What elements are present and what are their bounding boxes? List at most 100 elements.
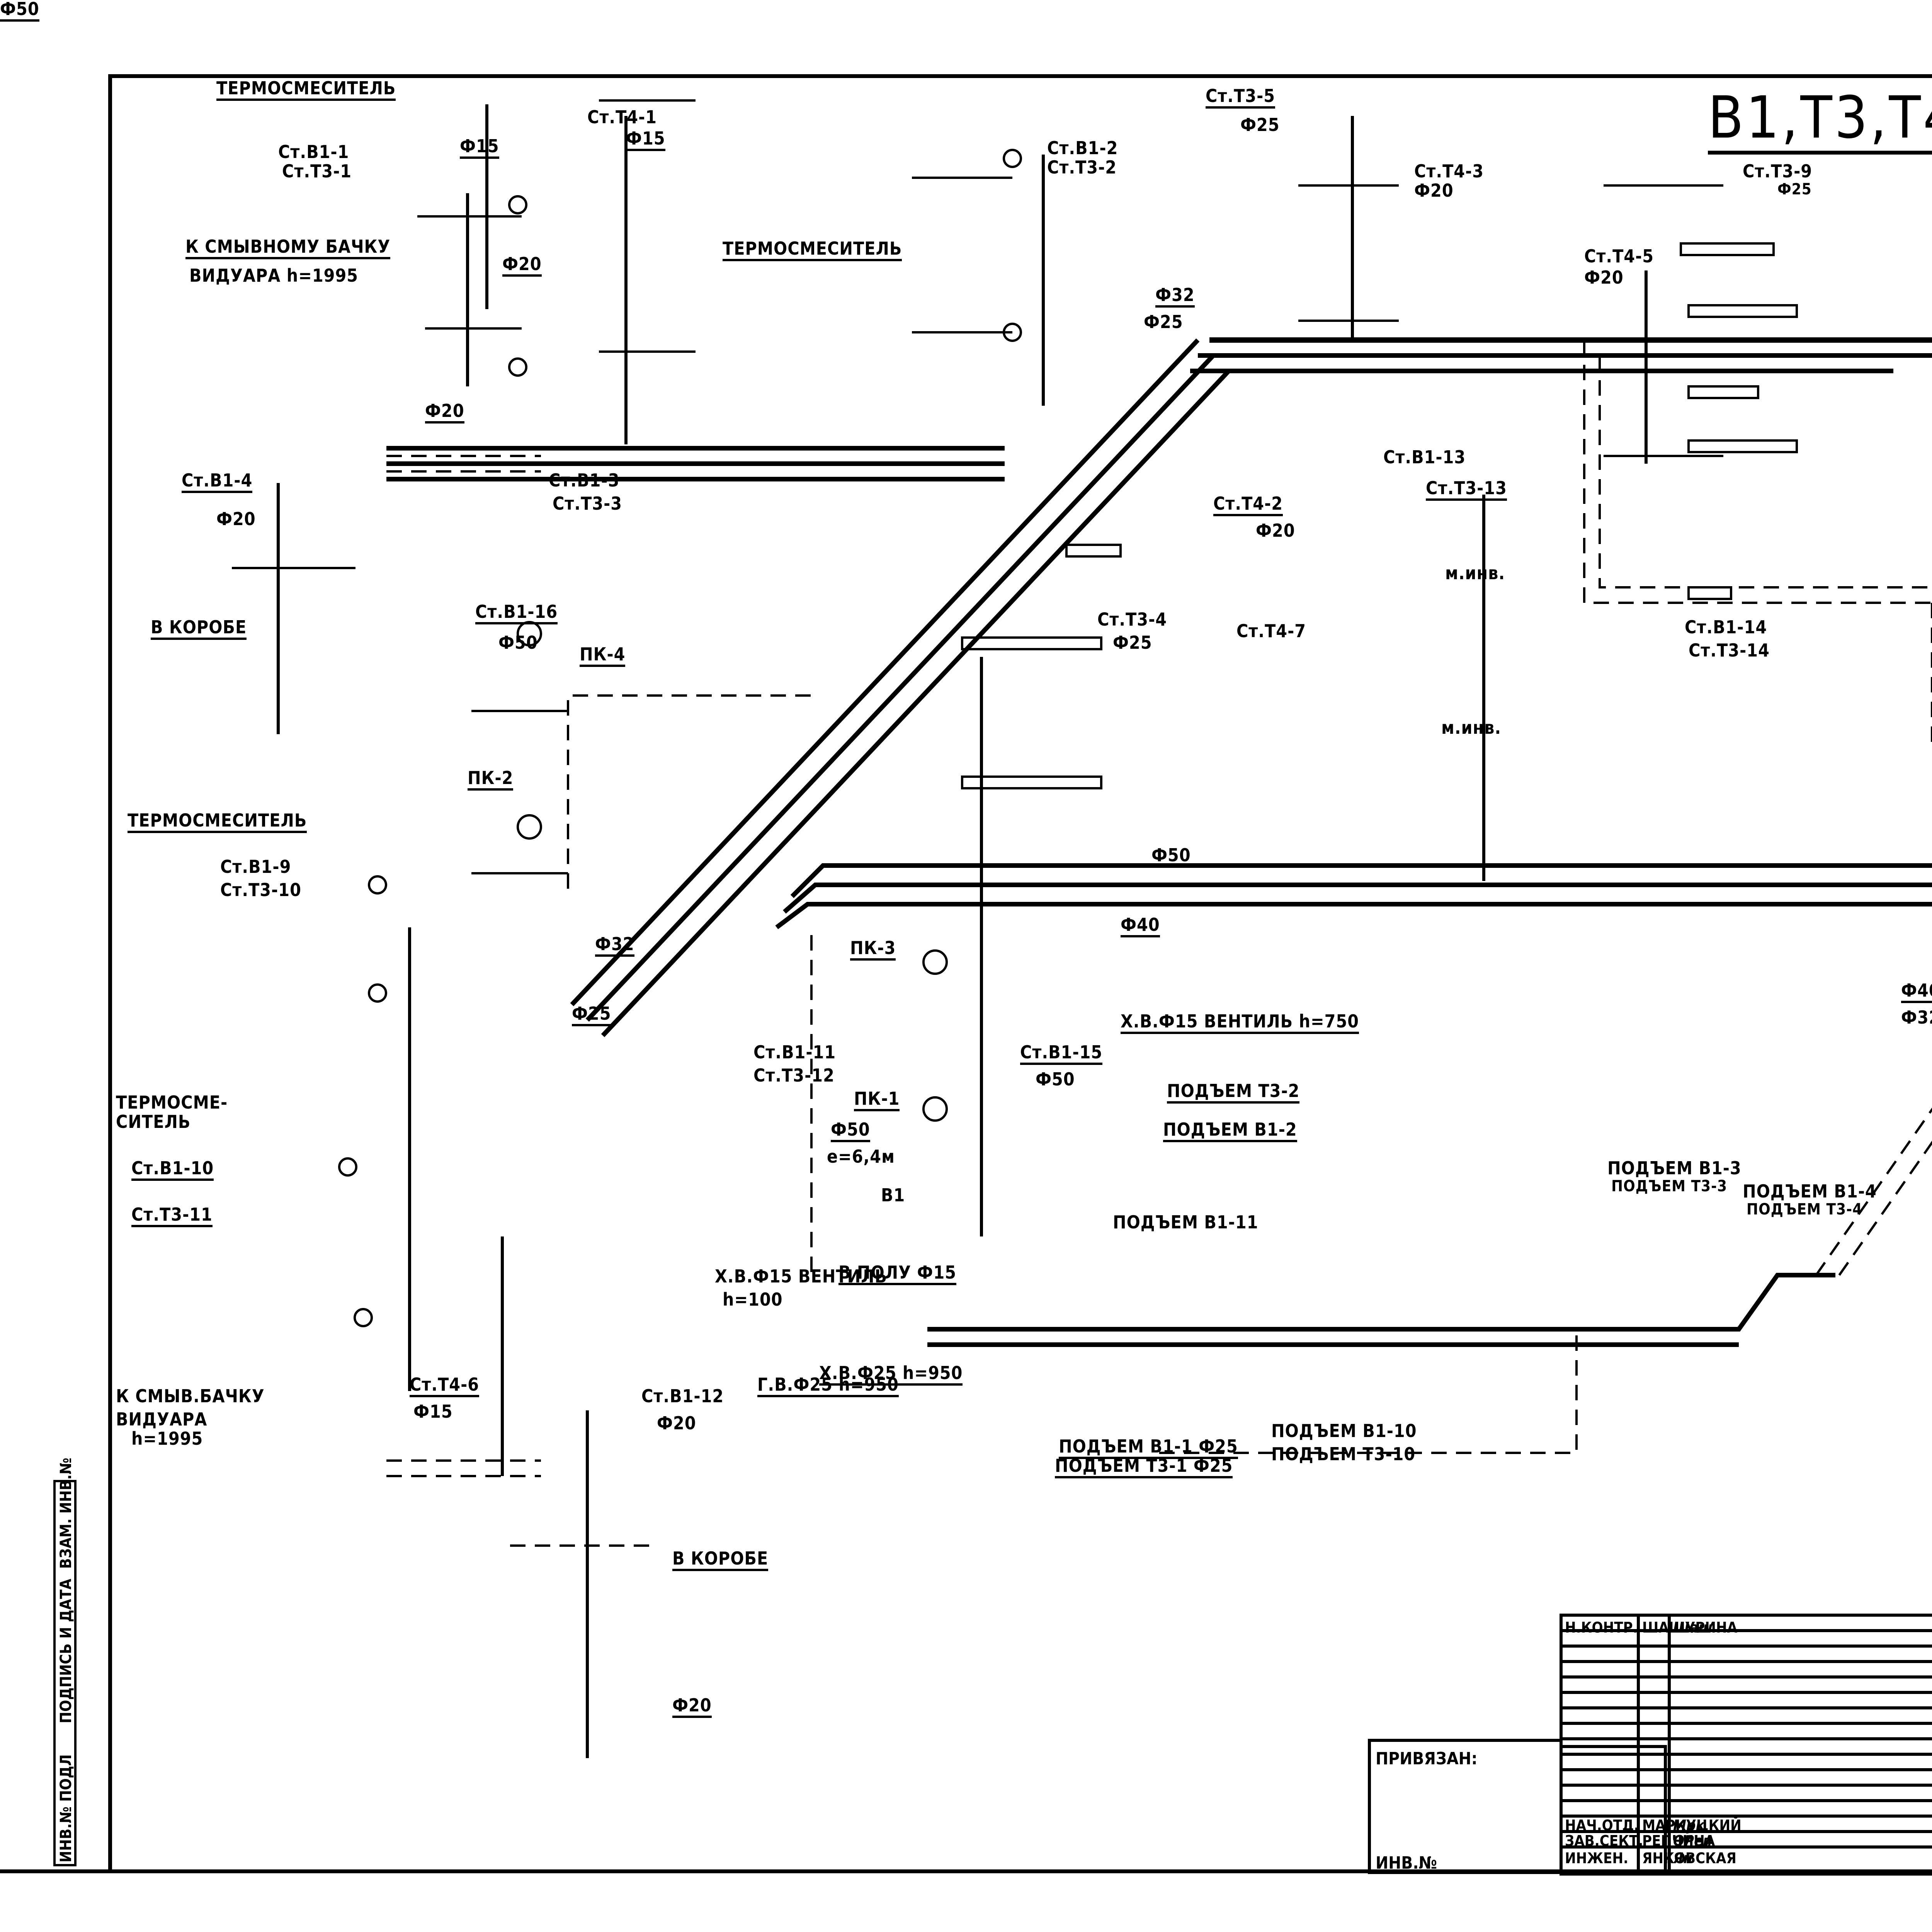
label-b1-feed: В1 <box>881 1185 905 1206</box>
label-st-b1-13: Ст.В1-13 <box>1383 447 1466 468</box>
label-st-b1-15: Ст.В1-15 <box>1020 1043 1103 1065</box>
label-podem-t3-3: ПОДЪЕМ Т3-3 <box>1611 1177 1728 1195</box>
label-vidu-2a: ВИДУАРА <box>116 1409 207 1430</box>
label-podem-t3-10: ПОДЪЕМ Т3-10 <box>1271 1444 1416 1464</box>
side-stamp <box>53 1480 77 1866</box>
label-st-t4-2: Ст.Т4-2 <box>1213 495 1283 516</box>
label-st-b1-9: Ст.В1-9 <box>220 856 291 877</box>
drawing-title: В1,Т3,Т4 <box>1708 89 1932 155</box>
label-st-b1-14: Ст.В1-14 <box>1685 617 1767 638</box>
label-st-b1-2: Ст.В1-2 <box>1047 138 1118 158</box>
radiators <box>961 242 1798 789</box>
label-d50-e: Ф50 <box>831 1121 870 1142</box>
label-podem-b1-2: ПОДЪЕМ В1-2 <box>1163 1121 1297 1142</box>
label-d15-b: Ф15 <box>626 129 665 151</box>
label-v-polu: В ПОЛУ Ф15 <box>838 1264 957 1285</box>
label-d50-main: Ф50 <box>1151 846 1191 868</box>
label-d50-b115: Ф50 <box>1036 1069 1075 1090</box>
label-st-t4-6: Ст.Т4-6 <box>410 1376 480 1397</box>
label-pk-2: ПК-2 <box>468 769 514 791</box>
privyazan-box <box>1368 1739 1561 1874</box>
label-podem-b1-1: ПОДЪЕМ В1-1 Ф25 <box>1059 1437 1238 1459</box>
label-d32-a: Ф32 <box>1155 286 1195 308</box>
label-st-b1-11: Ст.В1-11 <box>753 1042 836 1063</box>
label-d32-main: Ф32 <box>595 935 634 957</box>
main-trunk-lines <box>386 337 1932 1347</box>
label-podem-b1-4: ПОДЪЕМ В1-4 <box>1743 1181 1877 1202</box>
label-st-t3-11: Ст.Т3-11 <box>131 1206 213 1227</box>
tb-sign-repchina: ОРеп <box>1673 1832 1712 1849</box>
tb-name-repchina: РЕПЧИНА <box>1642 1832 1715 1849</box>
label-vidu-1: ВИДУАРА h=1995 <box>189 265 359 286</box>
label-xv-ventil-750: Х.В.Ф15 ВЕНТИЛЬ h=750 <box>1121 1012 1359 1034</box>
label-pk-3: ПК-3 <box>850 939 896 961</box>
label-st-t4-3: Ст.Т4-3 <box>1414 161 1484 182</box>
label-d40-main: Ф40 <box>1121 916 1160 937</box>
tb-sign-shashurina: Шаш <box>1673 1619 1713 1636</box>
label-d20-b112: Ф20 <box>657 1413 696 1434</box>
label-d25-t34: Ф25 <box>1113 632 1152 653</box>
tb-privyazan: ПРИВЯЗАН: <box>1376 1749 1478 1769</box>
floor-markers <box>232 99 1723 874</box>
label-st-b1-3: Ст.В1-3 <box>549 470 620 491</box>
label-st-t4-7: Ст.Т4-7 <box>1236 621 1306 641</box>
label-st-t3-4: Ст.Т3-4 <box>1097 609 1167 630</box>
label-st-t3-12: Ст.Т3-12 <box>753 1065 835 1086</box>
tb-name-yankovskaya: ЯНКОВСКАЯ <box>1642 1850 1736 1867</box>
label-d20-t43: Ф20 <box>1414 180 1454 201</box>
label-podem-b1-10: ПОДЪЕМ В1-10 <box>1271 1420 1417 1441</box>
label-e-length: е=6,4м <box>827 1146 895 1167</box>
tb-role-n-kontr: Н.КОНТР. <box>1565 1619 1638 1636</box>
label-d25-t35: Ф25 <box>1240 114 1280 135</box>
label-termosmesitel-6b: СИТЕЛЬ <box>116 1111 191 1132</box>
label-vidu-2b: h=1995 <box>131 1428 203 1449</box>
dashed-lines <box>386 340 1932 1547</box>
label-st-b1-10: Ст.В1-10 <box>131 1159 214 1181</box>
label-d50-c: Ф50 <box>0 0 39 22</box>
label-h100: h=100 <box>723 1289 783 1310</box>
label-st-t3-9: Ст.Т3-9 <box>1743 161 1813 182</box>
label-termosmesitel-2: ТЕРМОСМЕСИТЕЛЬ <box>723 240 902 261</box>
label-st-b1-4: Ст.В1-4 <box>182 471 253 493</box>
label-d25-t39: Ф25 <box>1777 180 1812 198</box>
label-d20-b: Ф20 <box>425 402 464 423</box>
label-pk-4: ПК-4 <box>580 645 626 667</box>
label-gv25: Г.В.Ф25 h=950 <box>757 1376 899 1397</box>
label-podem-b1-11: ПОДЪЕМ В1-11 <box>1113 1212 1259 1233</box>
privyazan-block-lines <box>1560 1745 1667 1876</box>
label-st-b1-1: Ст.В1-1 <box>278 141 349 162</box>
tb-name-markutsky: МАРКУЦКИЙ <box>1642 1817 1742 1834</box>
label-st-t3-5: Ст.Т3-5 <box>1206 87 1276 109</box>
label-st-t3-10: Ст.Т3-10 <box>220 879 301 900</box>
label-pk-1: ПК-1 <box>854 1090 900 1111</box>
label-podem-t3-2: ПОДЪЕМ Т3-2 <box>1167 1082 1300 1104</box>
frame-top-line <box>108 74 1932 78</box>
label-termosmesitel-1: ТЕРМОСМЕСИТЕЛЬ <box>216 79 396 101</box>
tb-sign-markutsky: Мрк <box>1673 1817 1705 1834</box>
label-d50-b116: Ф50 <box>498 632 538 653</box>
label-podem-b1-3: ПОДЪЕМ В1-3 <box>1607 1158 1742 1179</box>
label-st-b1-16: Ст.В1-16 <box>475 603 558 624</box>
label-d20-c: Ф20 <box>216 509 256 529</box>
label-st-t3-14: Ст.Т3-14 <box>1689 640 1770 661</box>
label-d20-bottom: Ф20 <box>672 1696 712 1718</box>
label-k-smyvnomu: К СМЫВНОМУ БАЧКУ <box>185 238 391 259</box>
label-termosmesitel-5: ТЕРМОСМЕСИТЕЛЬ <box>128 811 307 833</box>
frame-left-line <box>108 74 112 1871</box>
label-m-inv-2: м.инв. <box>1441 717 1502 738</box>
label-st-t4-1: Ст.Т4-1 <box>587 107 657 128</box>
label-xv25: Х.В.Ф25 h=950 <box>819 1364 963 1386</box>
label-d20-t45: Ф20 <box>1584 267 1624 288</box>
label-d32-b: Ф32 <box>1901 1007 1932 1028</box>
tb-inv-no: ИНВ.№ <box>1376 1853 1437 1873</box>
tb-name-shashurina: ШАШУРИНА <box>1642 1619 1738 1636</box>
label-m-inv-1: м.инв. <box>1445 563 1505 583</box>
label-d20-t42: Ф20 <box>1256 520 1295 541</box>
label-st-t3-1: Ст.Т3-1 <box>282 161 352 182</box>
label-v-korobe-1: В КОРОБЕ <box>151 618 247 640</box>
label-k-smyv-bachku: К СМЫВ.БАЧКУ <box>116 1386 265 1406</box>
label-podem-t3-4: ПОДЪЕМ Т3-4 <box>1747 1201 1863 1218</box>
label-st-t3-13: Ст.Т3-13 <box>1426 479 1507 501</box>
